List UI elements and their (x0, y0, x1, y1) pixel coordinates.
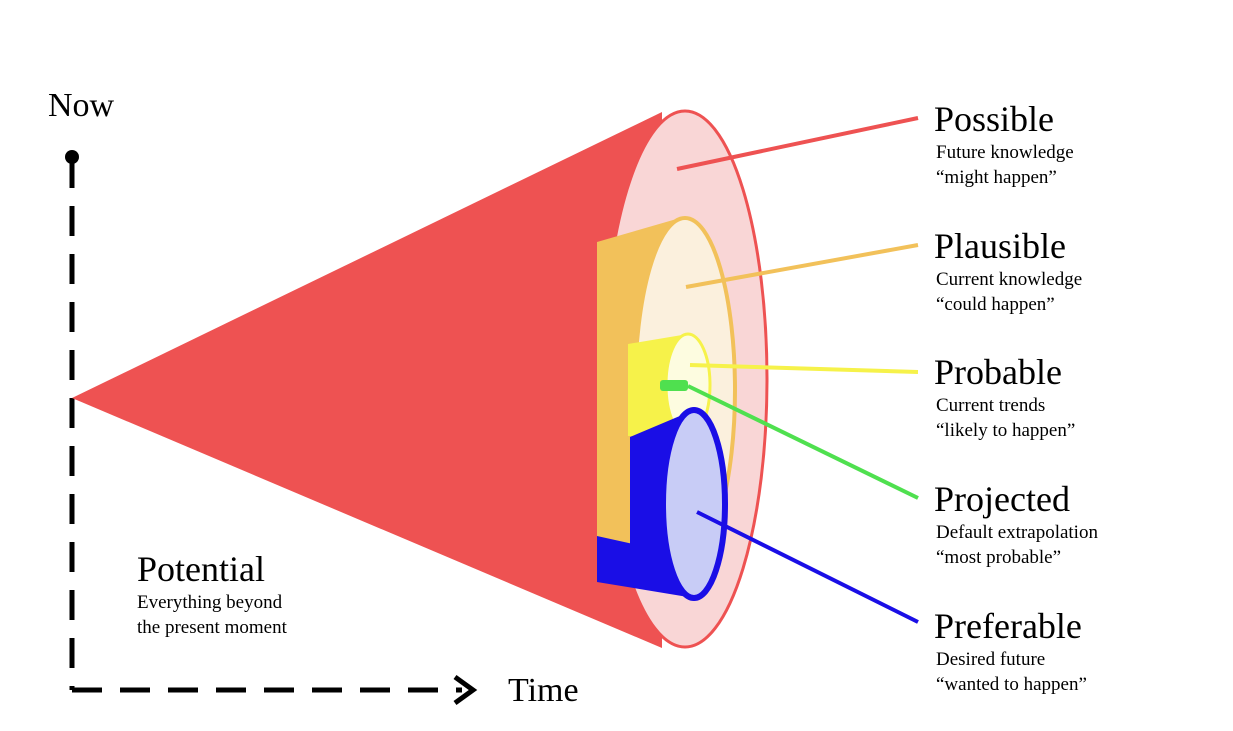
time-axis-arrow-icon (453, 674, 478, 706)
projected-title: Projected (934, 479, 1070, 519)
probable-leader-line (689, 363, 919, 374)
potential-label-group: Potential Everything beyond the present … (137, 549, 288, 638)
projected-leader-line (687, 384, 919, 500)
projected-marker (660, 380, 688, 391)
potential-line1: Everything beyond (137, 592, 283, 613)
possible-label-group: Possible Future knowledge “might happen” (934, 99, 1074, 188)
preferable-cylinder-face (660, 407, 728, 601)
possible-line2: “might happen” (936, 167, 1057, 188)
time-label: Time (508, 672, 579, 709)
probable-title: Probable (934, 352, 1062, 392)
probable-label-group: Probable Current trends “likely to happe… (934, 352, 1075, 441)
preferable-line2: “wanted to happen” (936, 674, 1087, 695)
potential-title: Potential (137, 549, 265, 589)
preferable-title: Preferable (934, 606, 1082, 646)
preferable-label-group: Preferable Desired future “wanted to hap… (934, 606, 1087, 695)
plausible-label-group: Plausible Current knowledge “could happe… (934, 226, 1082, 315)
projected-line2: “most probable” (936, 547, 1061, 568)
time-axis (72, 674, 478, 706)
possible-title: Possible (934, 99, 1054, 139)
projected-label-group: Projected Default extrapolation “most pr… (934, 479, 1098, 568)
possible-cone-body (72, 112, 662, 648)
now-axis (65, 150, 79, 690)
possible-line1: Future knowledge (936, 142, 1074, 163)
potential-line2: the present moment (137, 617, 288, 638)
possible-leader-line (676, 116, 919, 171)
preferable-line1: Desired future (936, 649, 1045, 670)
plausible-line2: “could happen” (936, 294, 1055, 315)
now-label: Now (48, 87, 115, 124)
probable-line1: Current trends (936, 395, 1045, 416)
plausible-title: Plausible (934, 226, 1066, 266)
preferable-leader-line (696, 510, 919, 624)
now-axis-dot (65, 150, 79, 164)
plausible-leader-line (685, 243, 919, 289)
probable-line2: “likely to happen” (936, 420, 1075, 441)
plausible-line1: Current knowledge (936, 269, 1082, 290)
projected-line1: Default extrapolation (936, 522, 1098, 543)
